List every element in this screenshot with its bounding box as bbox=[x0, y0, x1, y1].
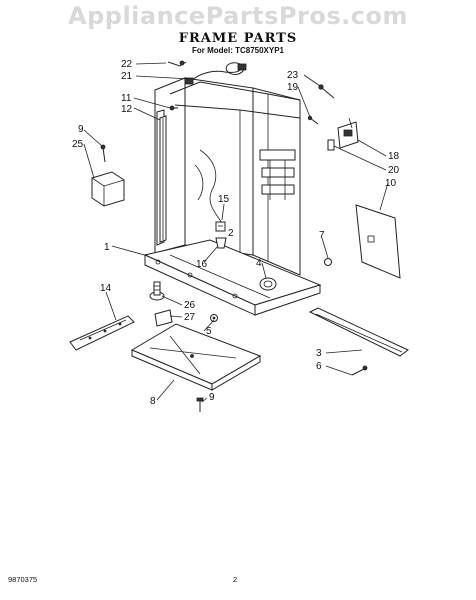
part-19-screw bbox=[307, 115, 319, 125]
part-21-power-cord bbox=[184, 62, 247, 85]
model-line: For Model: TC8750XYP1 bbox=[191, 46, 285, 55]
part-8-bottom-pan bbox=[130, 323, 262, 391]
part-6-screw bbox=[351, 365, 368, 376]
callout-10: 10 bbox=[385, 178, 397, 189]
callout-12: 12 bbox=[121, 104, 133, 115]
callout-6: 6 bbox=[316, 361, 322, 372]
leader-lines bbox=[83, 62, 389, 403]
callout-9-top: 9 bbox=[78, 124, 84, 135]
cabinet-frame bbox=[143, 77, 322, 316]
callout-labels: 22 21 11 12 9 25 23 19 18 20 10 7 15 1 1… bbox=[72, 59, 400, 407]
part-18-switch bbox=[337, 117, 359, 149]
callout-20: 20 bbox=[388, 165, 400, 176]
callout-7: 7 bbox=[319, 230, 325, 241]
callout-23: 23 bbox=[287, 70, 299, 81]
part-9-screw-top bbox=[100, 144, 106, 163]
callout-1: 1 bbox=[104, 242, 110, 253]
part-10-panel bbox=[355, 204, 401, 279]
callout-8: 8 bbox=[150, 396, 156, 407]
page-title: FRAME PARTS bbox=[178, 31, 298, 46]
part-20-bracket bbox=[327, 139, 335, 151]
part-23-bolt bbox=[318, 84, 335, 99]
part-26-foot bbox=[149, 281, 165, 301]
part-3-rail bbox=[308, 307, 409, 357]
callout-15: 15 bbox=[218, 194, 230, 205]
part-9-screw-bottom bbox=[196, 397, 204, 412]
part-12-strip bbox=[159, 115, 167, 243]
callout-18: 18 bbox=[388, 151, 400, 162]
part-25-cover bbox=[91, 171, 125, 207]
callout-19: 19 bbox=[287, 82, 299, 93]
watermark-logo: AppliancePartsPros.com bbox=[68, 2, 408, 30]
callout-27: 27 bbox=[184, 312, 196, 323]
callout-22: 22 bbox=[121, 59, 133, 70]
callout-9-bottom: 9 bbox=[209, 392, 215, 403]
part-27-bracket bbox=[154, 309, 173, 327]
part-4-motor bbox=[259, 277, 277, 291]
callout-16: 16 bbox=[196, 259, 208, 270]
page-number: 2 bbox=[233, 575, 238, 584]
callout-11: 11 bbox=[121, 93, 132, 104]
callout-4: 4 bbox=[256, 258, 262, 269]
part-22-clip bbox=[167, 60, 187, 67]
part-15-clip bbox=[215, 221, 226, 232]
callout-5: 5 bbox=[206, 326, 212, 337]
document-number: 9870375 bbox=[8, 575, 38, 584]
part-14-rail bbox=[69, 315, 135, 351]
callout-25: 25 bbox=[72, 139, 84, 150]
callout-2: 2 bbox=[228, 228, 234, 239]
callout-26: 26 bbox=[184, 300, 196, 311]
part-7-nut bbox=[324, 258, 332, 266]
callout-21: 21 bbox=[121, 71, 133, 82]
callout-3: 3 bbox=[316, 348, 322, 359]
callout-14: 14 bbox=[100, 283, 112, 294]
part-16-bumper bbox=[215, 237, 227, 249]
part-5-washer bbox=[210, 314, 218, 322]
